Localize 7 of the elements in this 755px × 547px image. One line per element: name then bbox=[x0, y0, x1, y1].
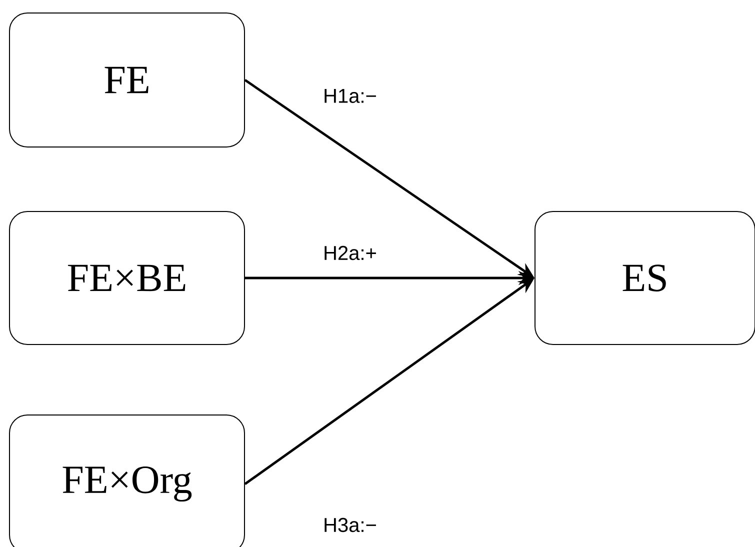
process-box: FE×Org bbox=[9, 414, 245, 547]
edge-label: H2a:+ bbox=[322, 244, 378, 262]
edge-label: H3a:− bbox=[322, 516, 378, 534]
edge-label: H1a:− bbox=[322, 88, 378, 104]
process-box: FE bbox=[9, 12, 245, 148]
process-box: FE×BE bbox=[9, 211, 245, 345]
process-box: ES bbox=[534, 211, 755, 345]
